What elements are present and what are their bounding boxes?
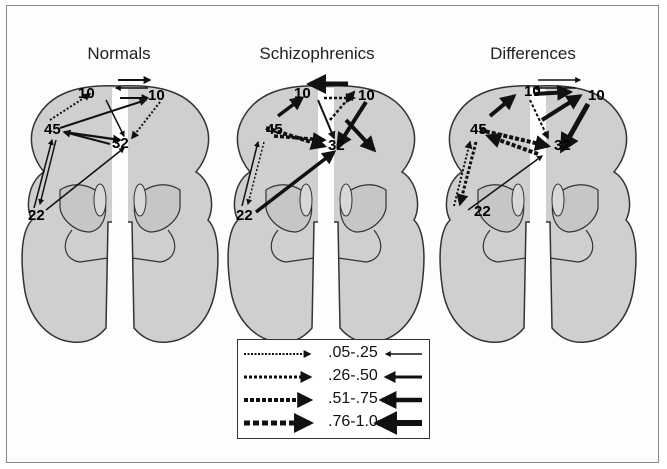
brain-normals: 10 10 45 32 22	[22, 80, 218, 342]
legend-label-2: .26-.50	[328, 367, 388, 385]
node-label-32: 32	[328, 137, 345, 154]
legend-label-1: .05-.25	[328, 344, 388, 362]
brain-differences: 10 10 45 32 22	[440, 80, 636, 342]
node-label-10-left: 10	[78, 85, 95, 102]
legend-label-4: .76-1.0	[328, 413, 388, 431]
node-label-10-right: 10	[588, 87, 605, 104]
node-label-10-right: 10	[148, 87, 165, 104]
brain-schizophrenics: 10 10 45 32 22	[228, 84, 424, 342]
node-label-22: 22	[28, 207, 45, 224]
legend: .05-.25 .26-.50 .51-.75 .76-1.0	[237, 339, 430, 439]
node-label-10-left: 10	[294, 85, 311, 102]
node-label-22: 22	[474, 203, 491, 220]
node-label-10-right: 10	[358, 87, 375, 104]
node-label-32: 32	[554, 137, 571, 154]
node-label-22: 22	[236, 207, 253, 224]
legend-label-3: .51-.75	[328, 390, 388, 408]
node-label-32: 32	[112, 135, 129, 152]
node-label-45: 45	[266, 121, 283, 138]
node-label-45: 45	[44, 121, 61, 138]
node-label-45: 45	[470, 121, 487, 138]
node-label-10-left: 10	[524, 83, 541, 100]
